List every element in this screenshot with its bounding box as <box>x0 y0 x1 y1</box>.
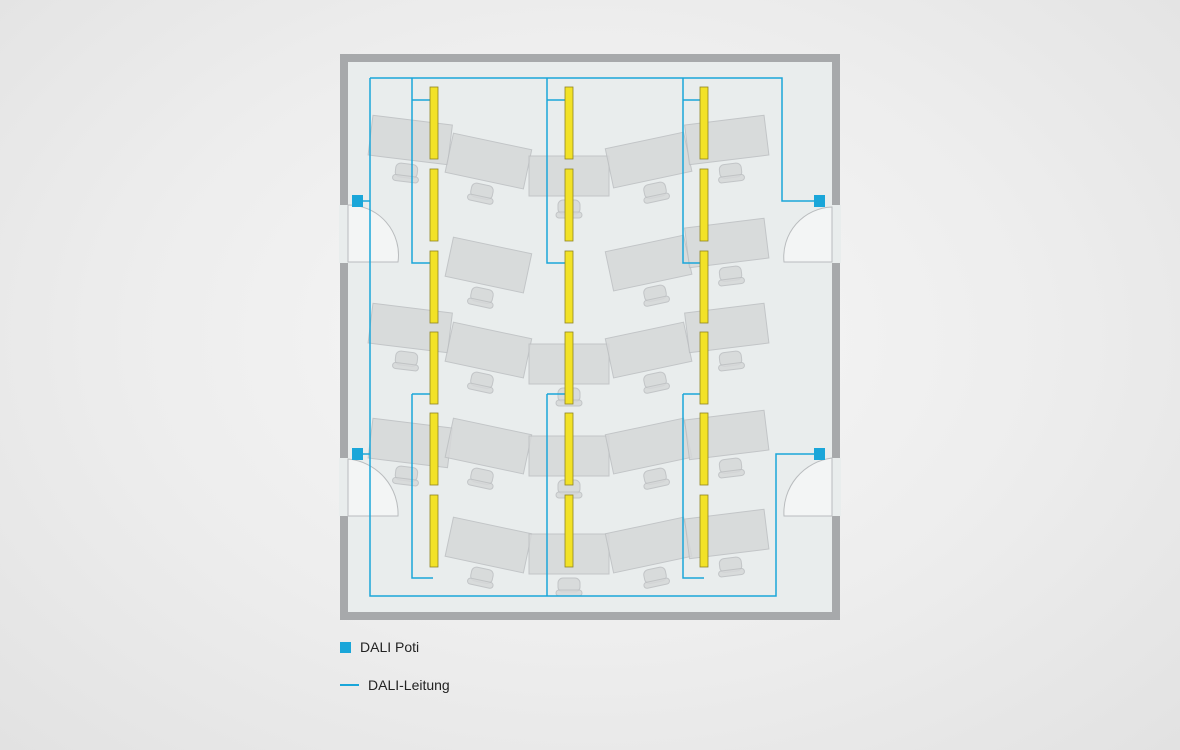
dali-cabling <box>358 77 819 597</box>
luminaire <box>429 250 439 324</box>
door-opening-left-bottom <box>339 458 349 516</box>
chair-base <box>718 469 745 479</box>
luminaire <box>699 412 709 486</box>
dali-cable <box>682 78 704 264</box>
luminaire <box>564 86 574 160</box>
luminaire <box>564 331 574 405</box>
door-opening-right-bottom <box>831 458 841 516</box>
legend-item-line: DALI-Leitung <box>340 677 450 693</box>
chair-base <box>467 478 494 490</box>
desk-workstation <box>604 234 693 307</box>
desk <box>444 236 533 294</box>
dali-cable <box>546 78 568 264</box>
chair-base <box>555 589 583 597</box>
desk <box>444 417 533 475</box>
door-swing-right-top <box>783 206 833 263</box>
luminaire <box>429 168 439 242</box>
legend-item-poti: DALI Poti <box>340 639 419 655</box>
chair-base <box>718 277 745 287</box>
desk <box>444 321 533 379</box>
dali-poti <box>814 195 825 207</box>
dali-cable <box>411 394 433 579</box>
luminaire <box>564 494 574 568</box>
chair-base <box>643 478 670 490</box>
luminaire <box>429 412 439 486</box>
chair-base <box>392 362 419 372</box>
luminaire <box>699 331 709 405</box>
doors <box>339 204 841 517</box>
dali-cable <box>370 77 819 202</box>
chair-base <box>643 295 670 307</box>
desk-workstation <box>444 132 533 205</box>
luminaire <box>429 494 439 568</box>
dali-poti <box>352 448 363 460</box>
luminaire <box>564 412 574 486</box>
desk-workstation <box>444 417 533 490</box>
desk-workstation <box>604 321 693 394</box>
luminaires <box>429 86 709 568</box>
chair-base <box>643 382 670 394</box>
legend-poti-label: DALI Poti <box>360 639 420 655</box>
luminaire <box>429 86 439 160</box>
desk-workstation <box>444 321 533 394</box>
chair-base <box>718 362 745 372</box>
dali-poti <box>814 448 825 460</box>
chair-base <box>643 577 670 589</box>
luminaire <box>699 168 709 242</box>
luminaire <box>699 494 709 568</box>
chair-base <box>467 577 494 589</box>
chair-base <box>718 568 745 578</box>
dali-cable <box>682 394 704 579</box>
desk <box>444 132 533 190</box>
door-swing-left-bottom <box>347 458 399 517</box>
cable-legend-icon <box>340 684 359 686</box>
desk-workstation <box>604 516 693 589</box>
dali-cable <box>411 78 433 264</box>
chair-base <box>643 192 670 204</box>
poti-legend-icon <box>340 641 351 653</box>
luminaire <box>564 168 574 242</box>
desk-workstation <box>444 516 533 589</box>
legend-line-label: DALI-Leitung <box>368 677 450 693</box>
desk-workstation <box>444 236 533 309</box>
chair-base <box>467 193 494 205</box>
chair-base <box>467 297 494 309</box>
chair-base <box>718 174 745 184</box>
dali-poti <box>352 195 363 207</box>
luminaire <box>699 86 709 160</box>
door-opening-left-top <box>339 205 349 263</box>
desk <box>444 516 533 574</box>
door-swing-right-bottom <box>783 457 833 517</box>
dali-cable <box>369 78 819 597</box>
floor-plan <box>339 54 841 620</box>
luminaire <box>429 331 439 405</box>
door-opening-right-top <box>831 205 841 263</box>
luminaire <box>699 250 709 324</box>
dali-potis <box>352 195 825 460</box>
desk-workstation <box>604 131 693 204</box>
chair-base <box>467 382 494 394</box>
luminaire <box>564 250 574 324</box>
